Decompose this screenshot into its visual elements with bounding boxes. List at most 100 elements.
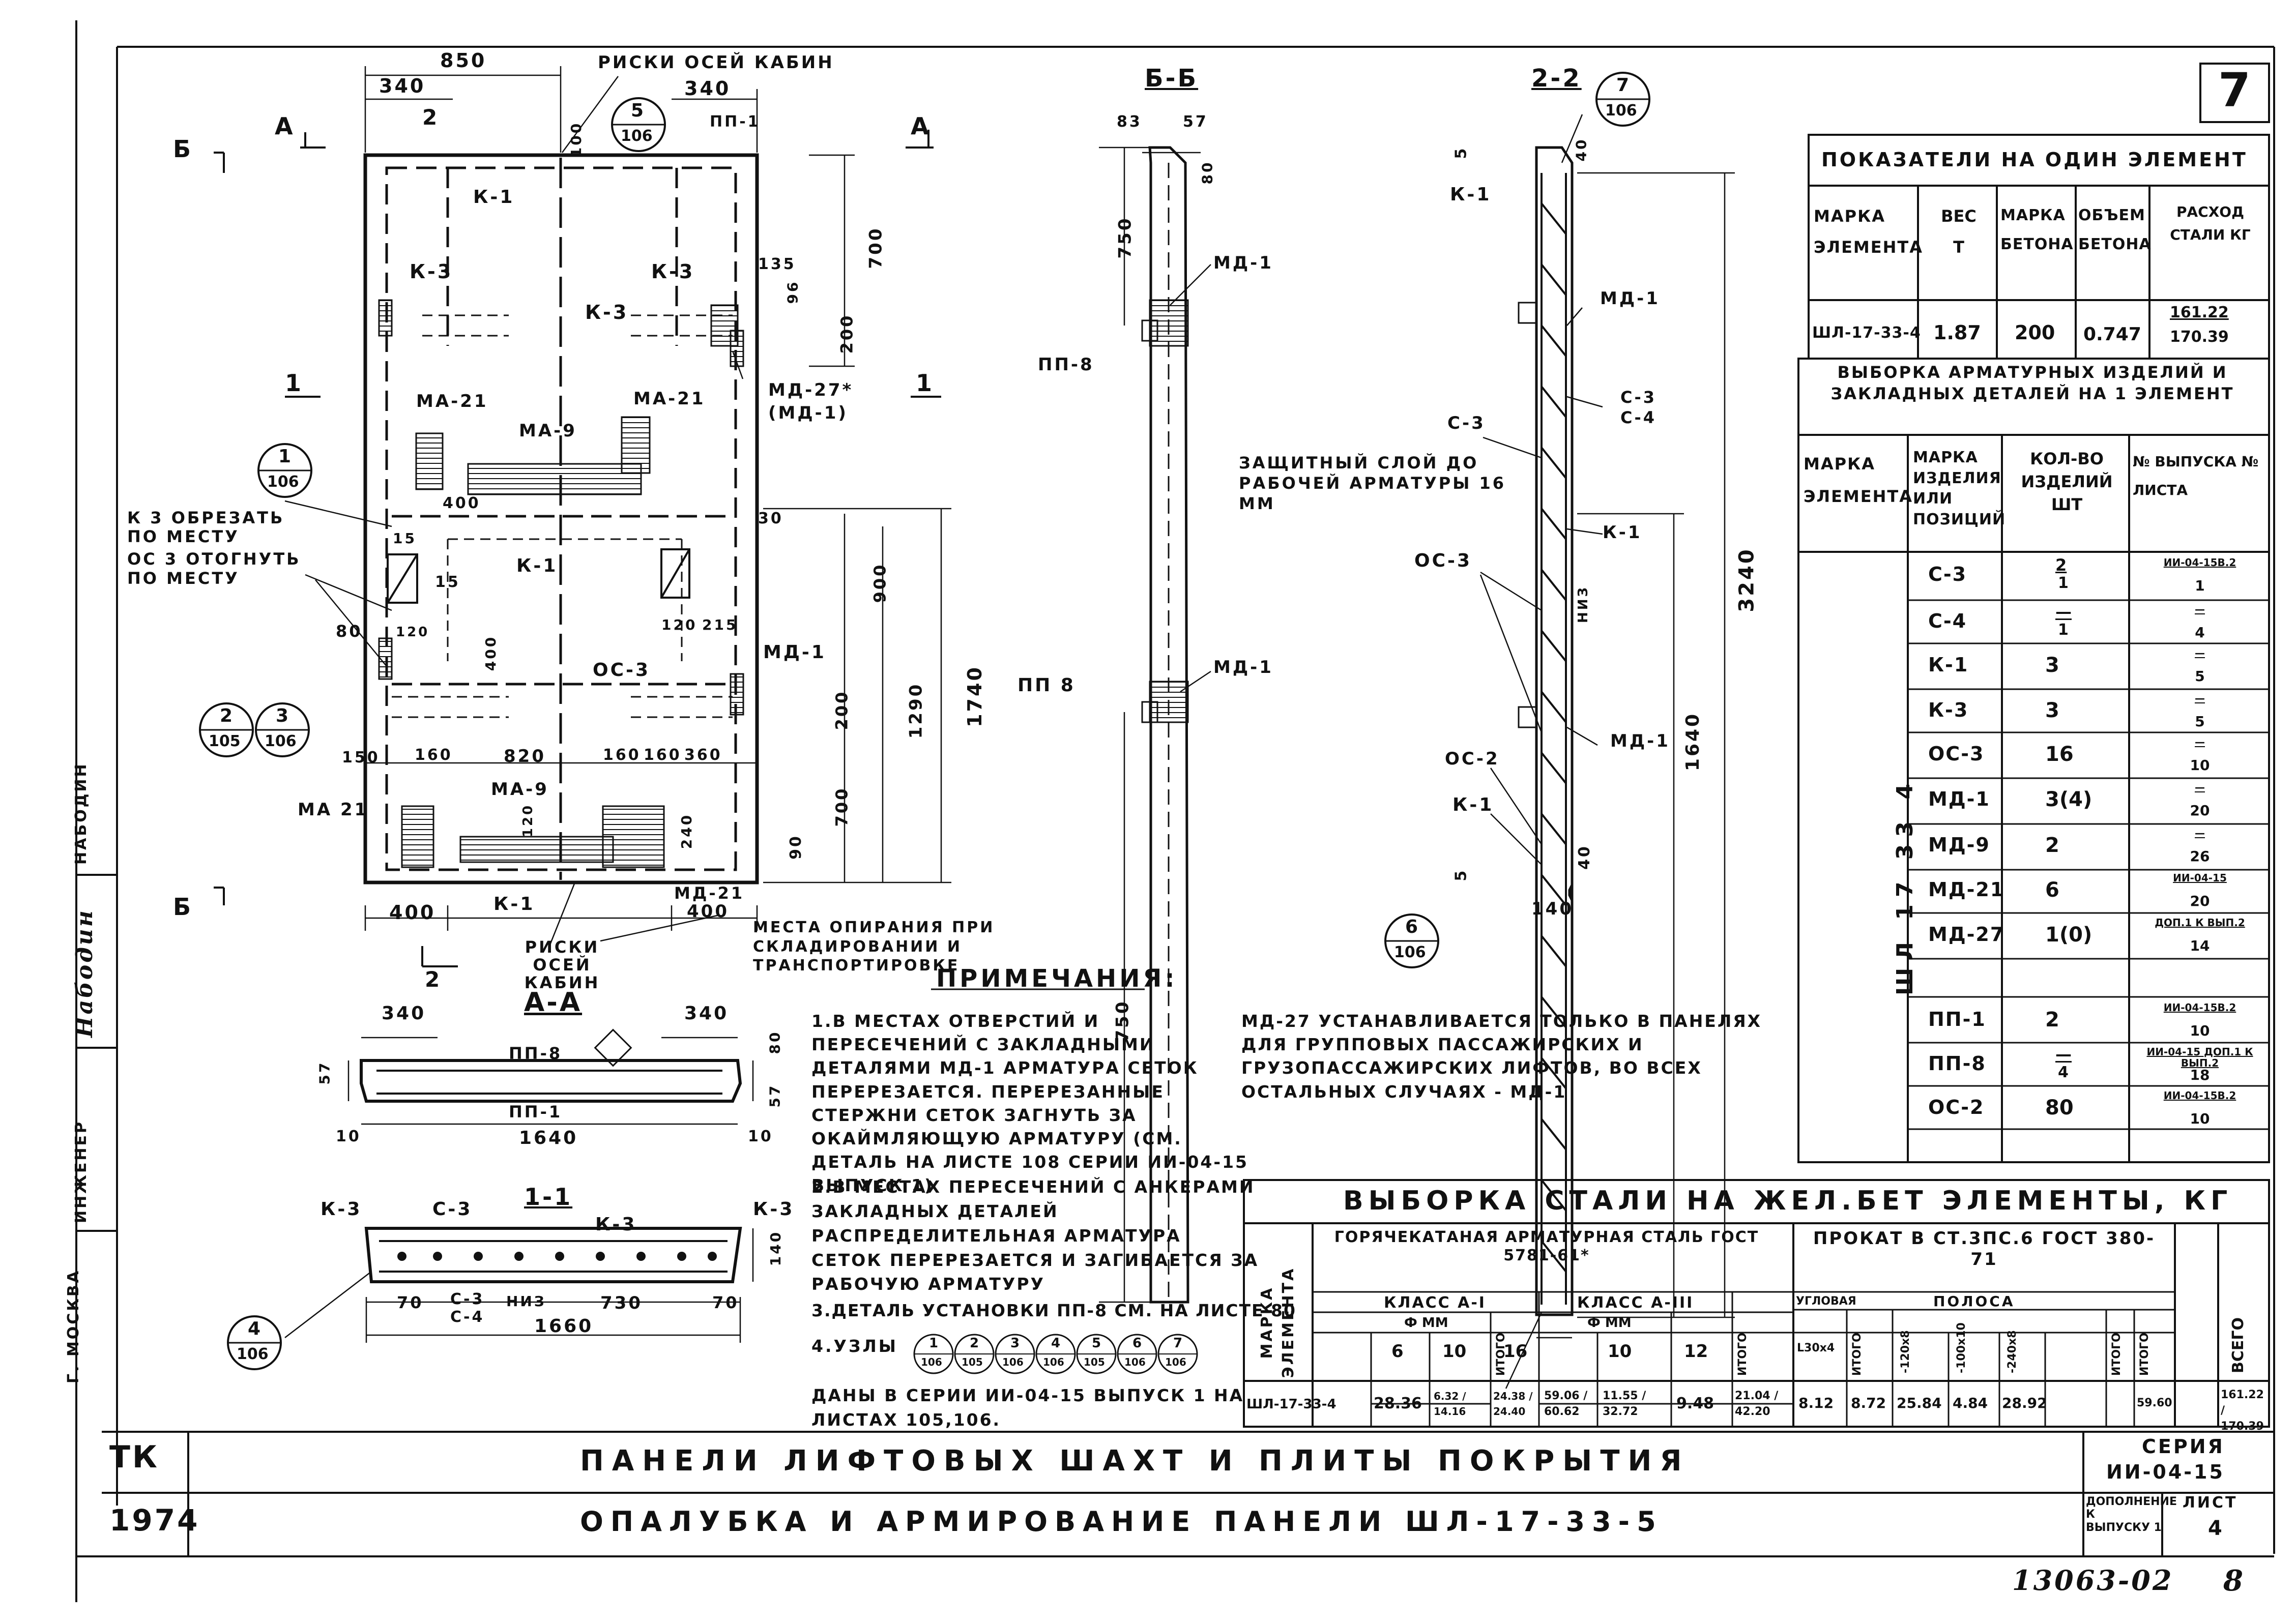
steel-phi-a1: Ф ММ [1404, 1315, 1448, 1331]
aa-dim-10-left: 10 [336, 1128, 361, 1145]
tb-addition: ДОПОЛНЕНИЕ К ВЫПУСКУ 1 [2086, 1495, 2177, 1534]
tb-year: 1974 [109, 1503, 200, 1538]
note-1: 1.В МЕСТАХ ОТВЕРСТИЙ И ПЕРЕСЕЧЕНИЙ С ЗАК… [811, 1011, 1248, 1196]
steel-itogo-angle: ИТОГО [1851, 1333, 1864, 1376]
ind-steel-1: 161.22 [2170, 304, 2229, 321]
bb-dim-80: 80 [1199, 160, 1216, 185]
sel-row-qty-top: 2 [2055, 555, 2067, 575]
dim-160-a: 160 [415, 746, 453, 764]
steel-row-s120: 25.84 [1897, 1395, 1942, 1411]
sel-row-mark: ПП-1 [1928, 1008, 1986, 1030]
steel-row-a3-10: 11.55 / 32.72 [1603, 1390, 1646, 1418]
section-mark-a-right: А [911, 112, 931, 140]
sel-row-qty: 6 [2045, 878, 2059, 902]
sel-row-ref-top: — [2195, 647, 2205, 659]
sel-h-ref: № ВЫПУСКА № ЛИСТА [2133, 453, 2259, 498]
aa-dim-1640: 1640 [519, 1128, 578, 1148]
section-mark-b-top: Б [173, 135, 193, 163]
aa-dim-340-right: 340 [684, 1003, 729, 1024]
tb-list-label: ЛИСТ [2183, 1494, 2238, 1512]
sel-row-mark: С-3 [1928, 563, 1967, 585]
dim-850: 850 [440, 49, 487, 72]
label-md21-bottom: МД-21 [674, 883, 745, 903]
dim-700-bottom: 700 [832, 786, 852, 827]
ind-steel-2: 170.39 [2170, 328, 2229, 346]
indicators-title: ПОКАЗАТЕЛИ НА ОДИН ЭЛЕМЕНТ [1821, 149, 2248, 171]
aa-dim-80: 80 [766, 1030, 783, 1054]
steel-angle-size: L30x4 [1797, 1342, 1835, 1354]
ind-h-steel: РАСХОД СТАЛИ КГ [2170, 203, 2251, 243]
s22-label-os3: ОС-3 [1414, 550, 1472, 571]
s22-label-k1-bottom: К-1 [1452, 794, 1494, 815]
aa-dim-57-right: 57 [766, 1083, 783, 1108]
steel-row-a1-16: 24.38 / 24.40 [1493, 1390, 1533, 1418]
bb-label-md1-bottom: МД-1 [1213, 657, 1273, 677]
support-note: МЕСТА ОПИРАНИЯ ПРИ СКЛАДИРОВАНИИ И ТРАНС… [753, 919, 995, 975]
steel-strip-100: -100x10 [1955, 1322, 1968, 1373]
s11-callout-sheet: 106 [237, 1345, 269, 1363]
sel-row-mark: С-4 [1928, 610, 1967, 632]
sel-row-mark: ОС-3 [1928, 743, 1985, 765]
label-k3-center: К-3 [585, 301, 629, 323]
ind-h-concrete: МАРКА БЕТОНА [2000, 207, 2074, 253]
sel-row-qty: 16 [2045, 743, 2074, 766]
risks-top-label: РИСКИ ОСЕЙ КАБИН [598, 52, 834, 73]
steel-itogo-strip: ИТОГО [2110, 1333, 2123, 1376]
s11-label-c3-bottom: С-3 [450, 1290, 485, 1308]
callout-3-sheet: 106 [265, 732, 297, 750]
steel-strip-240: -240x8 [2006, 1330, 2019, 1373]
steel-itogo-a3: ИТОГО [1736, 1333, 1749, 1376]
dim-90: 90 [787, 834, 805, 860]
note-3: 3.ДЕТАЛЬ УСТАНОВКИ ПП-8 СМ. НА ЛИСТЕ 80 [811, 1301, 1296, 1320]
tb-list-value: 4 [2208, 1517, 2224, 1540]
s22-label-k1-top: К-1 [1450, 184, 1492, 205]
supervisor-label: НАБОДИН [72, 762, 90, 865]
s11-label-k3-left: К-3 [321, 1199, 362, 1220]
steel-row-a1-6: 28.36 [1374, 1395, 1422, 1412]
dim-120-bottom: 120 [520, 803, 536, 838]
s22-label-k1-mid: К-1 [1603, 522, 1642, 543]
tb-series-label: СЕРИЯ [2142, 1435, 2225, 1458]
tb-series-value: ИИ-04-15 [2106, 1461, 2225, 1483]
sel-h-element: МАРКА ЭЛЕМЕНТА [1804, 454, 1913, 506]
steel-class-a1: КЛАСС А-I [1384, 1294, 1486, 1312]
sel-row-mark: МД-1 [1928, 788, 1990, 810]
section-mark-1-left: 1 [285, 369, 304, 397]
tb-org: ТК [109, 1439, 159, 1475]
sel-row-ref-bot: 1 [2195, 577, 2205, 594]
label-k1-mid: К-1 [516, 555, 558, 576]
callout-5-num: 5 [631, 100, 644, 121]
s22-callout-bottom-sheet: 106 [1394, 943, 1426, 961]
tb-title-2: ОПАЛУБКА И АРМИРОВАНИЕ ПАНЕЛИ ШЛ-17-33-5 [580, 1506, 1663, 1538]
aa-dim-340-left: 340 [382, 1003, 426, 1024]
s11-dim-140: 140 [767, 1230, 784, 1266]
s11-label-k3-right: К-3 [753, 1199, 795, 1220]
steel-d6: 6 [1391, 1341, 1404, 1362]
sel-row-ref-bot: 4 [2195, 624, 2205, 641]
footer-page: 8 [2223, 1564, 2245, 1598]
label-pp1: ПП-1 [710, 113, 761, 131]
s22-callout-bottom-num: 6 [1405, 917, 1418, 937]
sel-row-ref-top: ИИ-04-15В.2 [2163, 1089, 2236, 1102]
ind-weight: 1.87 [1933, 321, 1981, 344]
steel-row-s240: 28.92 [2002, 1395, 2047, 1411]
label-os3: ОС-3 [593, 660, 651, 681]
section-11-title: 1-1 [524, 1183, 573, 1211]
md27-note: МД-27 УСТАНАВЛИВАЕТСЯ ТОЛЬКО В ПАНЕЛЯХ Д… [1241, 1011, 1762, 1102]
sel-row-ref-top: ИИ-04-15В.2 [2163, 556, 2236, 569]
sel-row-ref-top: ИИ-04-15 ДОП.1 К ВЫП.2 [2146, 1046, 2253, 1069]
s22-dim-3240: 3240 [1735, 547, 1759, 612]
sel-row-qty: 3(4) [2045, 788, 2092, 811]
s22-dim-5-top: 5 [1452, 146, 1470, 159]
s22-niz: НИЗ [1576, 585, 1591, 623]
sel-row-mark: К-1 [1928, 654, 1969, 676]
dim-30: 30 [758, 510, 783, 527]
sel-row-ref-bot: 20 [2190, 802, 2210, 819]
uzel-2-sheet: 105 [962, 1356, 983, 1368]
steel-row-a3-itogo: 21.04 / 42.20 [1735, 1390, 1779, 1418]
s22-label-os2: ОС-2 [1445, 749, 1500, 769]
note-2: 2.В МЕСТАХ ПЕРЕСЕЧЕНИЙ С АНКЕРАМИ ЗАКЛАД… [811, 1177, 1259, 1294]
sel-row-ref-bot: 18 [2190, 1067, 2210, 1083]
s22-label-c5: С-3 [1620, 388, 1657, 407]
dim-120-a: 120 [396, 625, 430, 640]
